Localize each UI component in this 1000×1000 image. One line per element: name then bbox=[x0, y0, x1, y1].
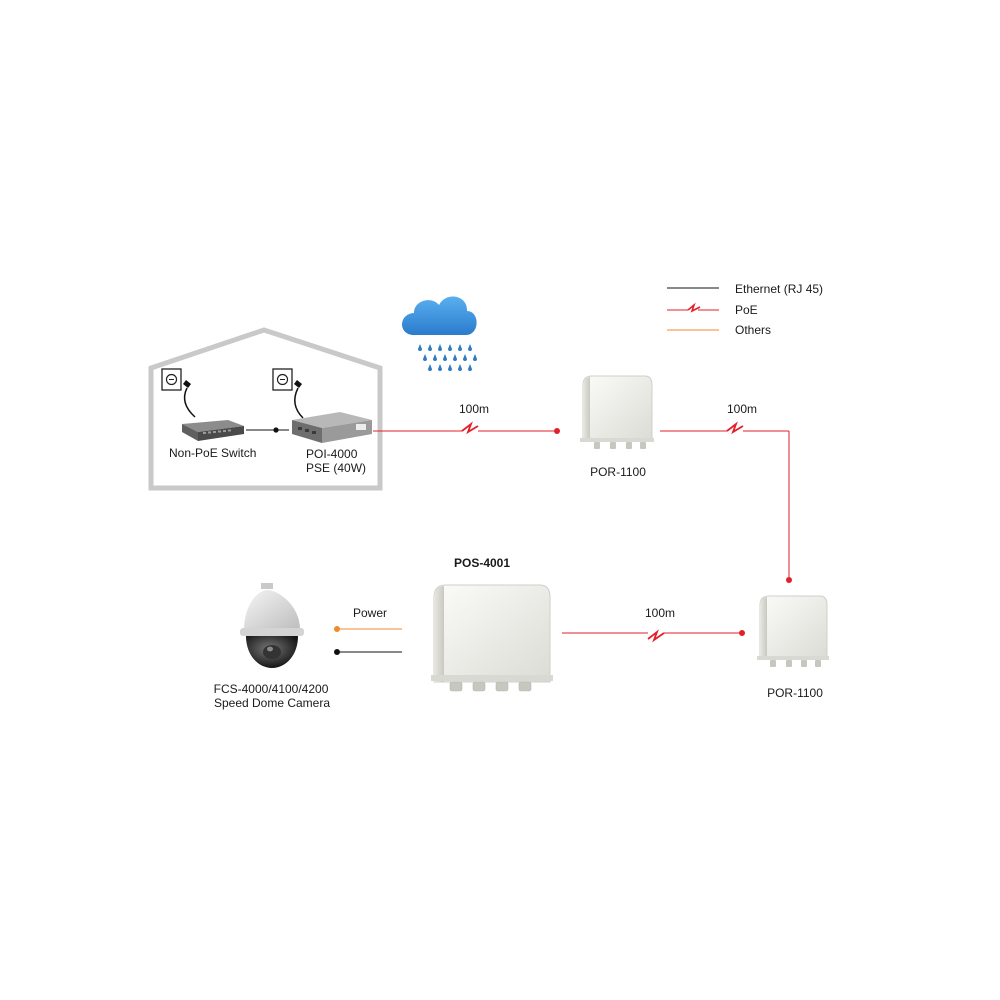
por-1100-top-label: POR-1100 bbox=[590, 465, 646, 479]
lightning-bolt-icon bbox=[647, 629, 665, 643]
ethernet-link-switch-poi bbox=[246, 427, 289, 433]
lightning-bolt-icon bbox=[461, 421, 479, 435]
camera-model-label: FCS-4000/4100/4200 bbox=[213, 682, 329, 696]
poe-link-2 bbox=[660, 421, 792, 583]
legend-poe-label: PoE bbox=[735, 303, 758, 317]
wall-outlet-icon bbox=[161, 368, 182, 391]
cloud-rain-icon bbox=[402, 296, 477, 371]
lightning-bolt-icon bbox=[726, 421, 744, 435]
distance-label-3: 100m bbox=[644, 606, 676, 620]
speed-dome-camera-device bbox=[240, 583, 304, 668]
ethernet-link-camera bbox=[334, 649, 402, 655]
legend bbox=[667, 287, 719, 331]
wall-outlet-icon bbox=[272, 368, 293, 391]
poe-link-1 bbox=[373, 421, 560, 435]
por-1100-top-device bbox=[580, 375, 654, 449]
camera-type-label: Speed Dome Camera bbox=[213, 696, 331, 710]
power-plug-icon bbox=[294, 380, 304, 419]
legend-ethernet-label: Ethernet (RJ 45) bbox=[735, 282, 824, 296]
por-1100-bottom-device bbox=[757, 595, 829, 667]
house-outline bbox=[148, 327, 383, 491]
legend-poe-line bbox=[667, 302, 719, 313]
poi-4000-label: POI-4000 bbox=[306, 447, 358, 461]
por-1100-bottom-label: POR-1100 bbox=[767, 686, 823, 700]
pos-4001-label: POS-4001 bbox=[453, 556, 511, 570]
poi-4000-device bbox=[292, 412, 372, 443]
poe-link-3 bbox=[562, 629, 745, 643]
power-plug-icon bbox=[183, 380, 196, 418]
legend-others-label: Others bbox=[735, 323, 772, 337]
power-link-camera bbox=[334, 626, 402, 632]
non-poe-switch-device bbox=[182, 420, 244, 441]
distance-label-1: 100m bbox=[458, 402, 490, 416]
non-poe-switch-label: Non-PoE Switch bbox=[169, 446, 257, 460]
poi-4000-sublabel: PSE (40W) bbox=[306, 461, 367, 475]
distance-label-2: 100m bbox=[726, 402, 758, 416]
pos-4001-device bbox=[431, 584, 553, 692]
power-label: Power bbox=[353, 606, 388, 620]
